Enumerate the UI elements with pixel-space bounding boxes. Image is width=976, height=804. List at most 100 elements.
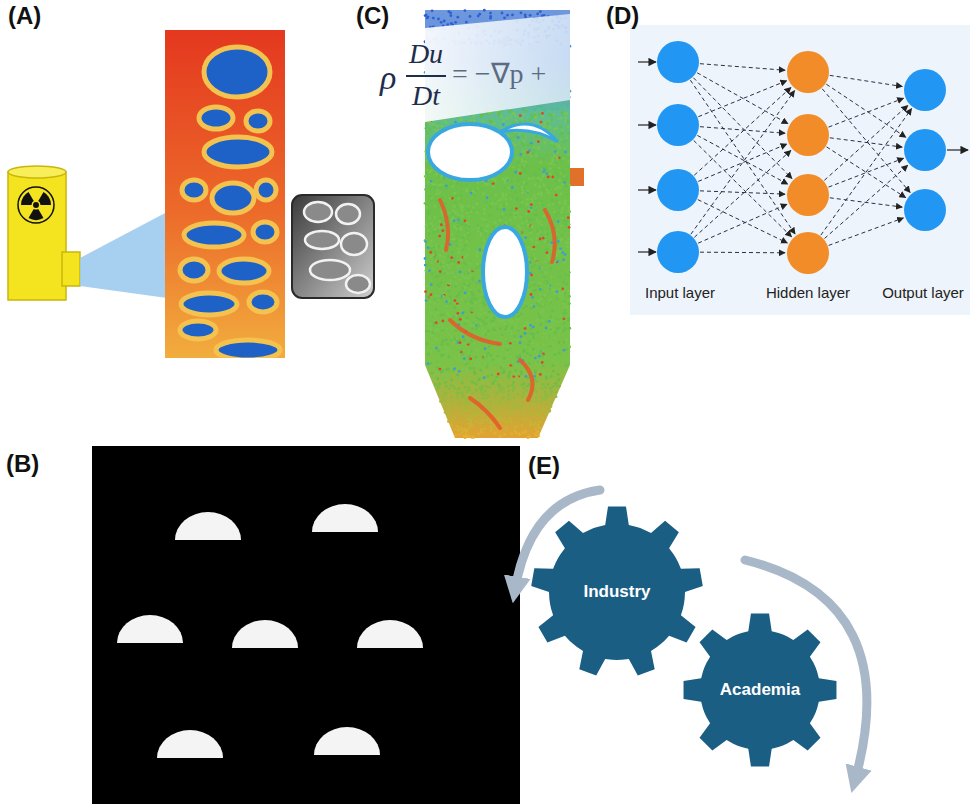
particle-field <box>559 201 562 204</box>
particle-field <box>430 334 433 337</box>
particle-field <box>468 225 471 228</box>
particle-field <box>494 414 497 417</box>
particle-field <box>554 150 557 153</box>
particle-field <box>500 216 503 219</box>
particle-field <box>554 361 557 364</box>
particle-field <box>530 274 533 277</box>
particle-field <box>540 121 543 124</box>
particle-field <box>564 200 567 203</box>
particle-field <box>444 411 447 414</box>
particle-field <box>549 166 552 169</box>
particle-field <box>478 280 481 283</box>
particle-field <box>429 300 432 303</box>
particle-field <box>551 176 554 179</box>
particle-field <box>442 398 445 401</box>
particle-field <box>538 158 541 161</box>
particle-field <box>450 183 453 186</box>
particle-field <box>453 306 456 309</box>
particle-field <box>536 229 539 232</box>
particle-field <box>539 231 542 234</box>
particle-field <box>484 303 487 306</box>
particle-field <box>522 107 525 110</box>
particle-field <box>505 421 508 424</box>
particle-field <box>448 387 451 390</box>
radiograph-inset <box>292 195 374 298</box>
particle-field <box>500 399 503 402</box>
particle-field <box>542 158 545 161</box>
particle-field <box>566 137 569 140</box>
particle-field <box>557 378 560 381</box>
particle-field <box>473 342 476 345</box>
particle-field <box>509 219 512 222</box>
particle-field <box>548 409 551 412</box>
particle-field <box>488 386 491 389</box>
particle-field <box>564 203 567 206</box>
particle-field <box>521 191 524 194</box>
particle-field <box>456 16 459 19</box>
radiation-symbol <box>33 202 39 208</box>
particle-field <box>535 362 538 365</box>
particle-field <box>507 385 510 388</box>
particle-field <box>511 186 514 189</box>
particle-field <box>438 226 441 229</box>
particle-field <box>518 168 521 171</box>
particle-field <box>567 120 570 123</box>
particle-field <box>555 203 558 206</box>
particle-field <box>426 229 429 232</box>
particle-field <box>442 378 445 381</box>
particle-field <box>516 366 519 369</box>
particle-field <box>504 328 507 331</box>
particle-field <box>561 333 564 336</box>
particle-field <box>541 194 544 197</box>
particle-field <box>510 138 513 141</box>
particle-field <box>469 415 472 418</box>
particle-field <box>547 383 550 386</box>
particle-field <box>539 238 542 241</box>
particle-field <box>448 266 451 269</box>
particle-field <box>536 105 539 108</box>
particle-field <box>557 108 560 111</box>
particle-field <box>536 413 539 416</box>
particle-field <box>499 320 502 323</box>
particle-field <box>490 373 493 376</box>
particle-field <box>536 261 539 264</box>
particle-field <box>534 197 537 200</box>
particle-field <box>461 381 464 384</box>
particle-field <box>461 396 464 399</box>
particle-field <box>516 157 519 160</box>
particle-field <box>556 260 559 263</box>
particle-field <box>450 424 453 427</box>
particle-field <box>440 184 443 187</box>
particle-field <box>494 432 497 435</box>
particle-field <box>545 413 548 416</box>
particle-field <box>463 357 466 360</box>
particle-field <box>486 225 489 228</box>
particle-field <box>541 270 544 273</box>
particle-field <box>538 420 541 423</box>
particle-field <box>563 300 566 303</box>
particle-field <box>502 178 505 181</box>
particle-field <box>532 333 535 336</box>
particle-field <box>484 363 487 366</box>
particle-field <box>471 392 474 395</box>
particle-field <box>464 286 467 289</box>
particle-field <box>513 211 516 214</box>
particle-field <box>562 157 565 160</box>
particle-field <box>567 238 570 241</box>
radiograph-inset <box>304 202 370 293</box>
particle-field <box>534 433 537 436</box>
particle-field <box>542 383 545 386</box>
particle-field <box>450 379 453 382</box>
particle-field <box>471 310 474 313</box>
particle-field <box>428 307 431 310</box>
particle-field <box>519 172 522 175</box>
particle-field <box>522 350 525 353</box>
particle-field <box>443 294 446 297</box>
particle-field <box>500 198 503 201</box>
bubble-column <box>256 180 276 200</box>
particle-field <box>452 209 455 212</box>
particle-field <box>562 312 565 315</box>
particle-field <box>471 269 474 272</box>
particle-field <box>554 332 557 335</box>
